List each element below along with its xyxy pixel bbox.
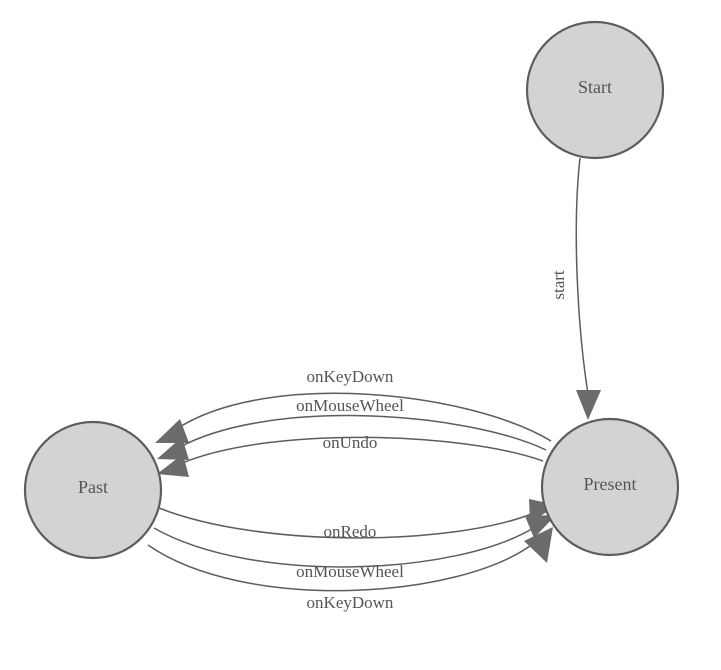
edge-label-past-to-present-onmousewheel: onMouseWheel bbox=[296, 562, 404, 581]
node-start-label: Start bbox=[578, 77, 612, 97]
edge-present-to-past-onkeydown[interactable]: onKeyDown bbox=[155, 367, 552, 443]
edge-label-past-to-present-onkeydown: onKeyDown bbox=[307, 593, 394, 612]
node-present[interactable]: Present bbox=[540, 417, 680, 557]
arrowhead-past-to-present-onmousewheel bbox=[525, 515, 556, 538]
arrowhead-past-to-present-onkeydown bbox=[524, 527, 553, 563]
edge-label-start: start bbox=[549, 270, 568, 300]
edge-present-to-past-onmousewheel[interactable]: onMouseWheel bbox=[157, 396, 547, 460]
edge-label-present-to-past-onundo: onUndo bbox=[323, 433, 378, 452]
node-start-circle bbox=[525, 20, 665, 160]
edge-present-to-past-onkeydown-path bbox=[177, 392, 552, 442]
node-past-label: Past bbox=[78, 477, 108, 497]
edge-label-past-to-present-onredo: onRedo bbox=[324, 522, 377, 541]
arrowhead-present-to-past-onmousewheel bbox=[157, 437, 189, 460]
node-start[interactable]: Start bbox=[525, 20, 665, 160]
edge-past-to-present-onredo[interactable]: onRedo bbox=[158, 499, 557, 541]
arrowhead-present-to-past-onkeydown bbox=[155, 419, 189, 443]
edge-past-to-present-onmousewheel[interactable]: onMouseWheel bbox=[153, 515, 556, 581]
edge-start-to-present[interactable]: start bbox=[549, 157, 601, 420]
edge-present-to-past-onundo-path bbox=[179, 436, 544, 465]
edge-past-to-present-onmousewheel-path bbox=[153, 526, 536, 568]
edge-label-present-to-past-onmousewheel: onMouseWheel bbox=[296, 396, 404, 415]
arrowhead-present-to-past-onundo bbox=[157, 454, 189, 477]
edge-start-to-present-path bbox=[575, 157, 589, 395]
edge-label-present-to-past-onkeydown: onKeyDown bbox=[307, 367, 394, 386]
edge-present-to-past-onmousewheel-path bbox=[179, 414, 547, 451]
edge-present-to-past-onundo[interactable]: onUndo bbox=[157, 433, 544, 477]
edge-past-to-present-onkeydown[interactable]: onKeyDown bbox=[147, 527, 553, 612]
edge-past-to-present-onredo-path bbox=[158, 507, 535, 539]
node-past[interactable]: Past bbox=[23, 420, 163, 560]
node-past-circle bbox=[23, 420, 163, 560]
node-present-label: Present bbox=[584, 474, 637, 494]
arrowhead-start-to-present bbox=[576, 390, 601, 420]
node-present-circle bbox=[540, 417, 680, 557]
edge-past-to-present-onkeydown-path bbox=[147, 542, 535, 592]
